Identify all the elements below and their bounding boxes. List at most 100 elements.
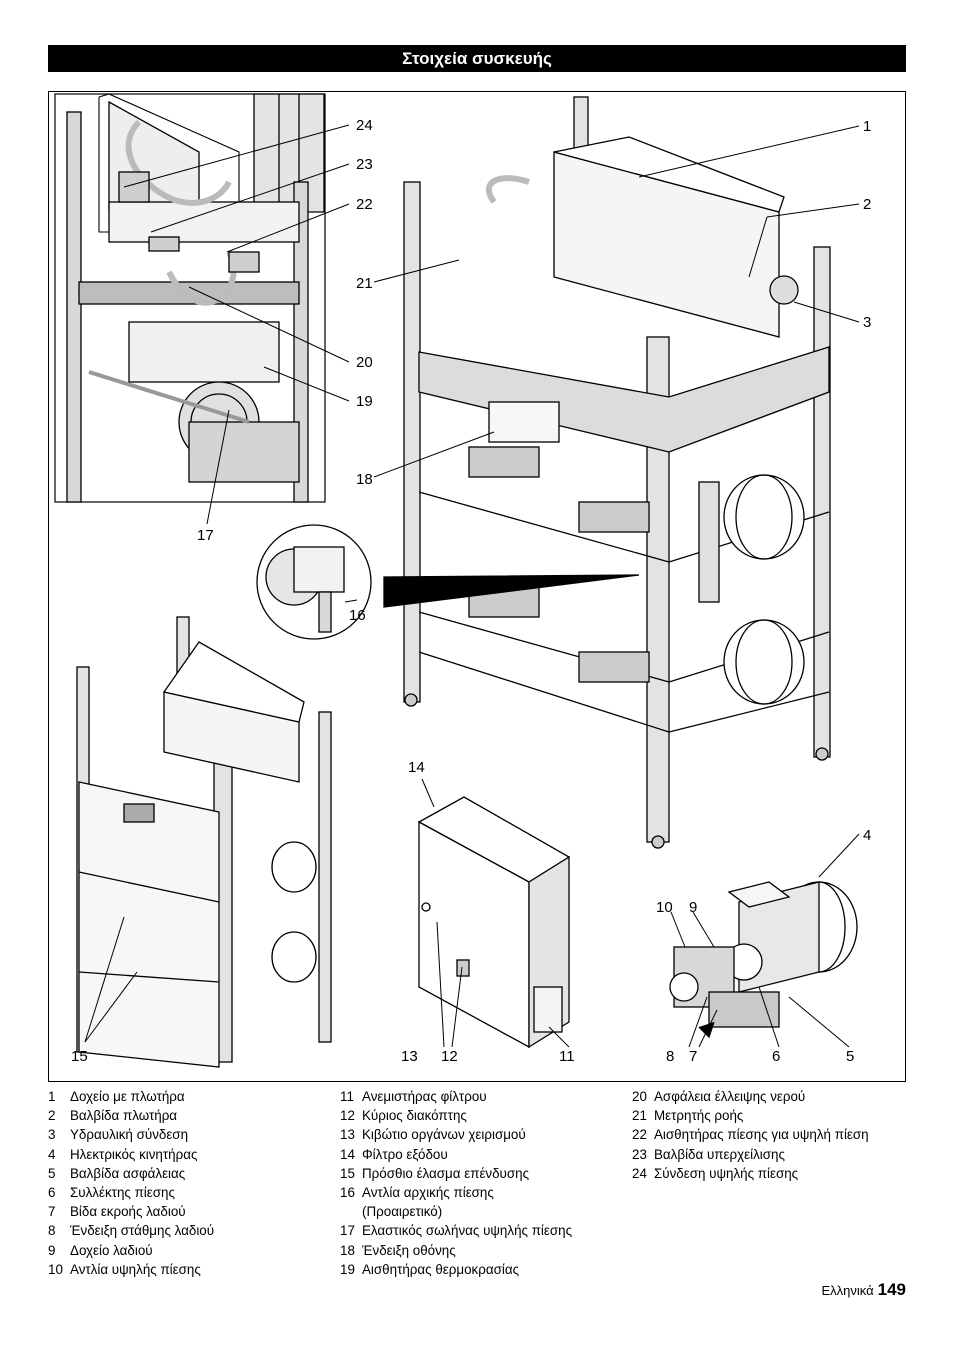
legend-label: Βαλβίδα ασφάλειας [70,1165,186,1181]
legend-item: 16 Αντλία αρχικής πίεσης [340,1183,572,1202]
callout-numbers: 1 2 3 4 5 6 7 8 9 10 11 12 13 14 15 16 1… [71,117,871,1065]
callout-2: 2 [863,196,871,213]
legend-number: 13 [340,1127,355,1143]
legend-number: 2 [48,1108,56,1124]
legend-label: Ηλεκτρικός κινητήρας [70,1146,198,1162]
callout-14: 14 [408,759,425,776]
callout-11: 11 [559,1048,575,1065]
page-number: 149 [877,1280,906,1299]
section-title: Στοιχεία συσκευής [48,45,906,72]
legend-label: Σύνδεση υψηλής πίεσης [654,1165,799,1181]
legend-item: 15 Πρόσθιο έλασμα επένδυσης [340,1164,572,1183]
legend-item: 20 Ασφάλεια έλλειψης νερού [632,1087,869,1106]
legend-label: Κιβώτιο οργάνων χειρισμού [362,1127,526,1143]
legend-item: 14 Φίλτρο εξόδου [340,1145,572,1164]
legend-label: Μετρητής ροής [654,1108,744,1124]
legend-number: 14 [340,1146,355,1162]
legend-number: 20 [632,1089,647,1104]
callout-8: 8 [666,1048,674,1065]
legend-number: 21 [632,1108,647,1124]
legend-item: 10 Αντλία υψηλής πίεσης [48,1260,214,1279]
callout-22: 22 [356,196,373,213]
legend-item: 9 Δοχείο λαδιού [48,1241,214,1260]
callout-23: 23 [356,156,373,173]
front-cover-unit-drawing [76,616,332,1068]
callout-4: 4 [863,827,871,844]
legend-column-3: 20 Ασφάλεια έλλειψης νερού 21 Μετρητής ροή… [632,1087,869,1183]
legend-number: 4 [48,1146,56,1162]
technical-drawing: 1 2 3 4 5 6 7 8 9 10 11 12 13 14 15 16 1… [54,93,871,1068]
callout-1: 1 [863,118,871,135]
pre-pressure-pump-detail [256,524,640,640]
legend-label: Ασφάλεια έλλειψης νερού [654,1089,806,1104]
legend-label: Δοχείο λαδιού [70,1242,153,1258]
legend-label: Ανεμιστήρας φίλτρου [362,1089,487,1104]
legend-label: Δοχείο με πλωτήρα [70,1089,185,1104]
motor-pump-drawing [669,881,858,1039]
legend-label: Φίλτρο εξόδου [362,1146,448,1162]
callout-15: 15 [71,1048,88,1065]
callout-18: 18 [356,471,373,488]
legend-number: 3 [48,1127,56,1143]
callout-3: 3 [863,314,871,331]
callout-19: 19 [356,393,373,410]
legend-item: 6 Συλλέκτης πίεσης [48,1183,214,1202]
legend-number: 9 [48,1242,56,1258]
control-box-drawing [417,796,571,1049]
legend-number: 12 [340,1108,355,1124]
callout-6: 6 [772,1048,780,1065]
callout-13: 13 [401,1048,418,1065]
device-components-figure: 1 2 3 4 5 6 7 8 9 10 11 12 13 14 15 16 1… [48,91,906,1082]
legend-number: 15 [340,1165,355,1181]
legend-label: Βίδα εκροής λαδιού [70,1204,186,1220]
legend-item: 4 Ηλεκτρικός κινητήρας [48,1145,214,1164]
legend-label: Αισθητήρας θερμοκρασίας [362,1261,520,1277]
legend-label: Συλλέκτης πίεσης [70,1185,175,1201]
legend-item: 13 Κιβώτιο οργάνων χειρισμού [340,1125,572,1144]
legend-number: 16 [340,1185,355,1201]
callout-16: 16 [349,607,366,624]
callout-17: 17 [197,527,214,544]
legend-label: Βαλβίδα πλωτήρα [70,1108,178,1124]
legend-number: 1 [48,1089,56,1104]
legend-item: 19 Αισθητήρας θερμοκρασίας [340,1260,572,1279]
legend-label: Κύριος διακόπτης [362,1108,467,1124]
legend-number: 10 [48,1261,63,1277]
legend-number: 5 [48,1165,56,1181]
callout-21: 21 [356,275,373,292]
main-unit-drawing [403,96,831,849]
legend-item: 2 Βαλβίδα πλωτήρα [48,1106,214,1125]
callout-12: 12 [441,1048,458,1065]
legend-number: 7 [48,1204,56,1220]
legend-label: Πρόσθιο έλασμα επένδυσης [362,1165,530,1181]
callout-9: 9 [689,899,697,916]
legend-number: 19 [340,1261,355,1277]
callout-20: 20 [356,354,373,371]
legend-label: Ένδειξη οθόνης [362,1242,456,1258]
legend-item-note: (Προαιρετικό) [362,1204,443,1220]
legend-label: Αντλία υψηλής πίεσης [70,1261,201,1277]
legend-item: 12 Κύριος διακόπτης [340,1106,572,1125]
legend-item: 21 Μετρητής ροής [632,1106,869,1125]
callout-7: 7 [689,1048,697,1065]
legend-label: Αισθητήρας πίεσης για υψηλή πίεση [654,1127,869,1143]
inset-detail-drawing [54,93,326,503]
legend-label: Αντλία αρχικής πίεσης [362,1185,494,1201]
callout-5: 5 [846,1048,854,1065]
legend-number: 17 [340,1223,355,1239]
legend-number: 8 [48,1223,56,1239]
legend-number: 6 [48,1185,56,1201]
footer-language: Ελληνικά [821,1283,874,1298]
